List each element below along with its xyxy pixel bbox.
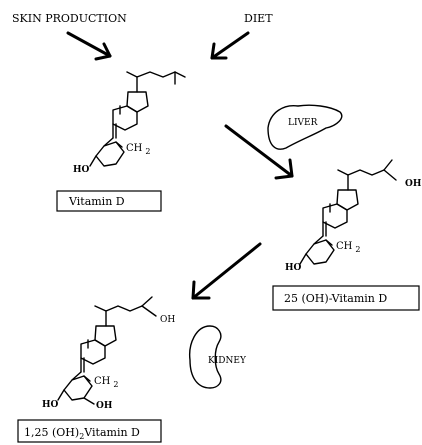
diet-label: DIET <box>244 12 273 25</box>
skin-production-label: SKIN PRODUCTION <box>12 12 127 25</box>
kidney-shape <box>189 325 222 389</box>
vitamin-d-25oh-oh-label: OH <box>405 179 422 189</box>
vitamin-d-25oh-ho-label: HO <box>285 263 302 273</box>
vitamin-d-125oh2-side-oh-label: OH <box>160 315 175 325</box>
vitamin-d-125oh2-name-label: 1,25 (OH)2Vitamin D <box>24 426 140 441</box>
vitamin-d-125oh2-ho-label: HO <box>42 400 59 410</box>
vitamin-d-name-label: Vitamin D <box>68 195 125 208</box>
liver-label: LIVER <box>288 118 318 128</box>
arrow-vitamin-d-to-25oh <box>224 124 294 180</box>
vitamin-d-name-box <box>56 190 162 212</box>
vitamin-d-structure <box>89 71 186 167</box>
kidney-label: KIDNEY <box>208 356 247 366</box>
arrow-25oh-to-125oh2 <box>191 242 262 300</box>
vitamin-d-25oh-structure <box>299 159 397 265</box>
vitamin-d-125oh2-name-box <box>17 419 162 443</box>
arrow-diet-to-vitamin-d <box>210 31 250 60</box>
vitamin-d-25oh-name-label: 25 (OH)-Vitamin D <box>284 292 387 305</box>
vitamin-d-125oh2-ring-oh-label: OH <box>96 401 113 411</box>
vitamin-d-25oh-name-box <box>272 285 420 311</box>
arrow-skin-to-vitamin-d <box>66 31 112 61</box>
liver-shape <box>267 104 343 150</box>
vitamin-d-ho-label: HO <box>73 165 90 175</box>
vitamin-d-125oh2-structure <box>57 296 157 405</box>
